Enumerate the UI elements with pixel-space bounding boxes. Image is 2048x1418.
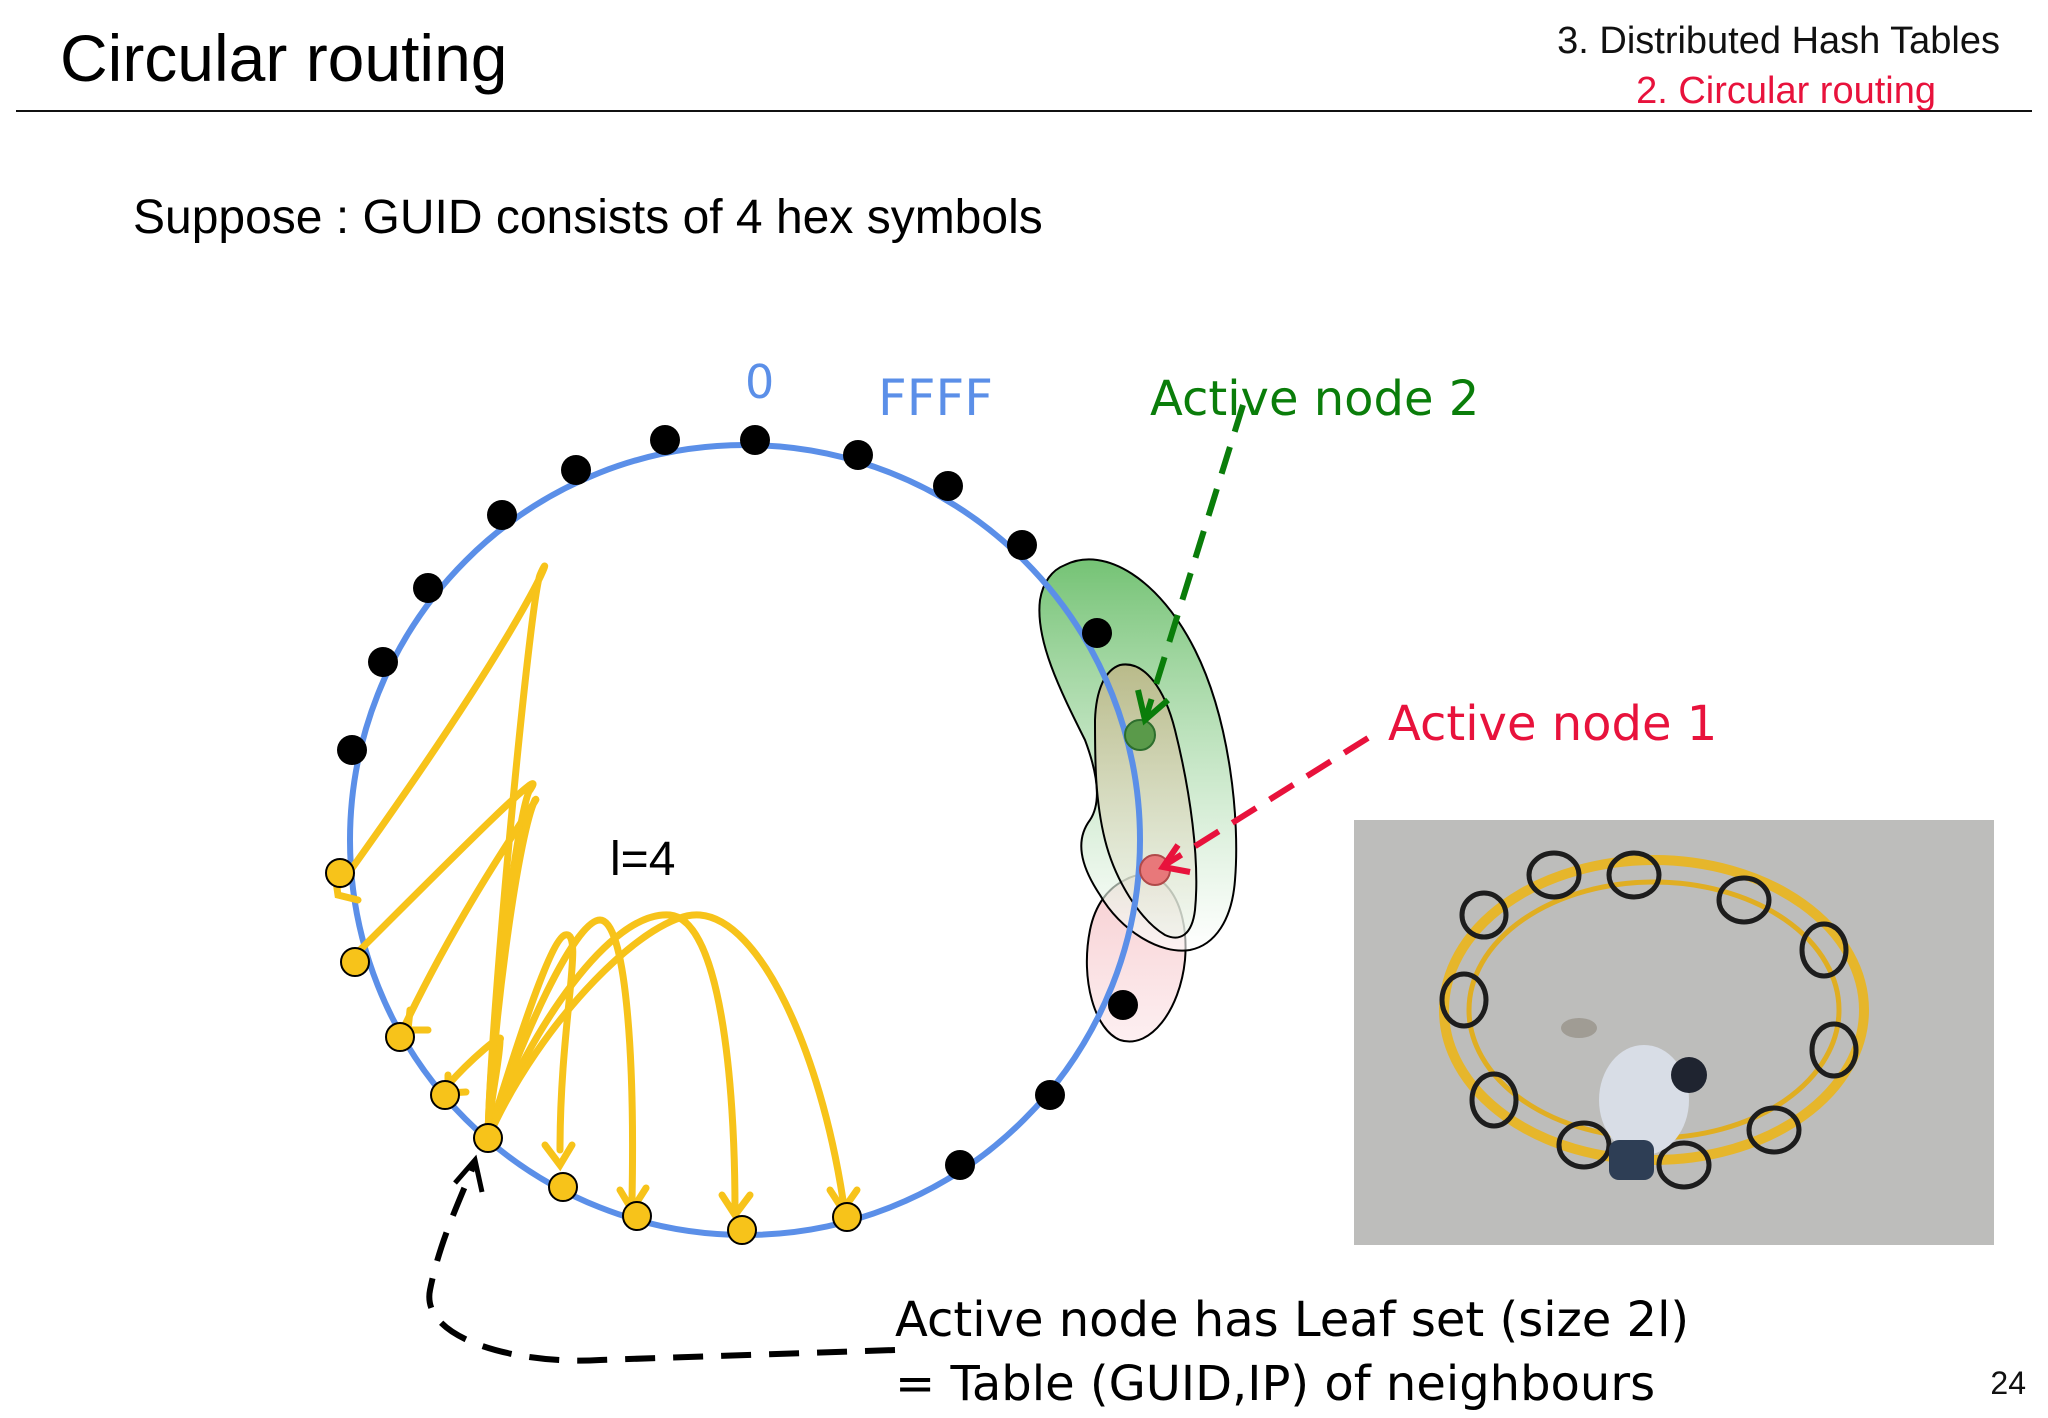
ring-node [1007,530,1037,560]
section-line-2: 2. Circular routing [1636,70,1936,112]
ring-node [933,471,963,501]
ring-node [1108,990,1138,1020]
leaf-node [727,1215,757,1245]
section-line-1: 3. Distributed Hash Tables [1557,20,2000,62]
bicycle-ring-photo [1354,820,1994,1245]
page-number: 24 [1990,1365,2026,1401]
leaf-node [622,1201,652,1231]
ring-node [337,735,367,765]
ring-node [650,425,680,455]
leaf-node [832,1202,862,1232]
slide-title: Circular routing [60,21,508,95]
ring-node [487,500,517,530]
leaf-node [430,1080,460,1110]
label-l-equals: l=4 [610,833,675,886]
active2-pointer-arrow [1142,404,1246,721]
leaf-set-text-line-2: = Table (GUID,IP) of neighbours [895,1356,1655,1412]
ring-node [413,573,443,603]
leaf-set-nodes [325,858,862,1245]
leaf-set-arrowhead [453,1154,485,1193]
active-leaf-node [473,1123,503,1153]
title-divider [16,110,2032,112]
ring-node [561,455,591,485]
ring-node [740,425,770,455]
leaf-node [548,1172,578,1202]
ring-node [368,647,398,677]
ring-node [1035,1080,1065,1110]
label-active-node-2: Active node 2 [1150,371,1479,427]
subtitle: Suppose : GUID consists of 4 hex symbols [133,191,1043,244]
active2-arrowhead [1135,689,1170,726]
label-active-node-1: Active node 1 [1388,696,1717,752]
ring-node [1082,618,1112,648]
active1-arrowhead [1157,843,1191,875]
section-breadcrumb: 3. Distributed Hash Tables 2. Circular r… [1557,16,2000,116]
leaf-node [340,947,370,977]
leaf-node [385,1022,415,1052]
leaf-node [325,858,355,888]
active-node-2 [1124,719,1156,751]
leaf-set-pointer-arrow [426,1160,896,1364]
ring-nodes [337,425,1138,1180]
label-ffff: FFFF [878,369,993,427]
ring-node [843,440,873,470]
leaf-set-text-line-1: Active node has Leaf set (size 2l) [895,1292,1689,1348]
label-zero: 0 [745,355,774,409]
leaf-routing-arrows [331,562,861,1222]
ring-node [945,1150,975,1180]
active1-pointer-arrow [1163,735,1370,868]
